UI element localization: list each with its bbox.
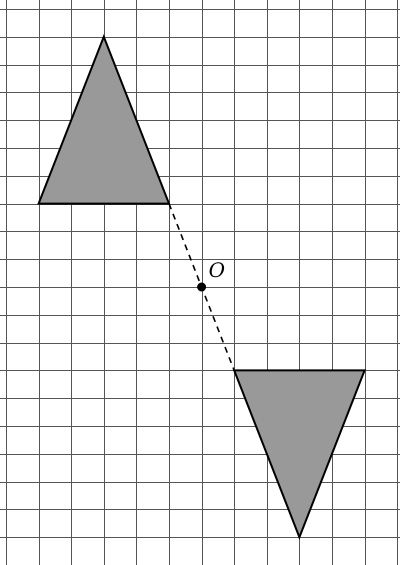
- center-label: O: [209, 258, 225, 282]
- center-point: [197, 282, 207, 292]
- shapes: [37, 34, 367, 540]
- triangle-image: [232, 369, 367, 540]
- triangle-original: [37, 34, 171, 205]
